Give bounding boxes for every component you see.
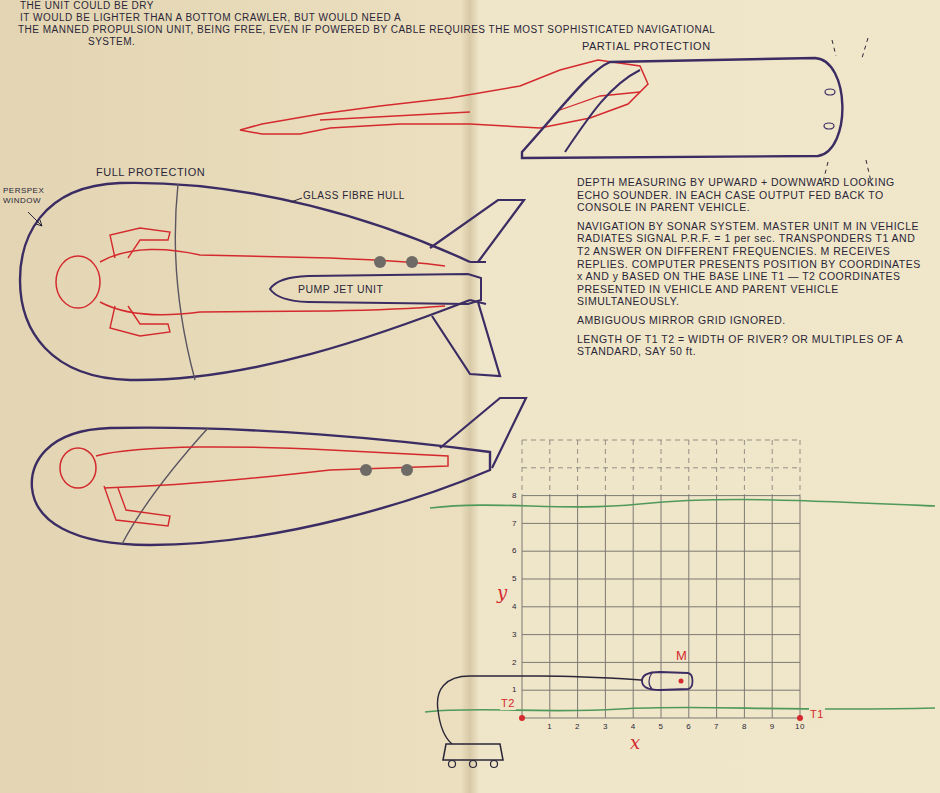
- window-line: [175, 184, 195, 380]
- hull-outline: [20, 183, 470, 380]
- view-label: PARTIAL PROTECTION: [582, 40, 711, 53]
- axis-number: 2: [512, 658, 517, 668]
- vehicle-symbol: [649, 673, 652, 689]
- point-label: T2: [500, 697, 516, 710]
- vehicle-wheel: [449, 761, 456, 768]
- point-label: T1: [809, 708, 825, 721]
- axis-number: 2: [575, 722, 580, 732]
- axis-number: 10: [795, 722, 805, 732]
- jet-unit-outline: PUMP JET UNIT: [268, 272, 483, 306]
- axis-number: 4: [512, 602, 517, 612]
- transponder-dot: [797, 715, 803, 721]
- grid-lines: [522, 496, 800, 718]
- shell-edge: [565, 70, 640, 152]
- transponder-dot: [519, 715, 525, 721]
- axis-number: 7: [714, 722, 719, 732]
- axis-number: 3: [603, 722, 608, 732]
- axis-number: 9: [770, 722, 775, 732]
- note-text: THE UNIT COULD BE DRY: [20, 0, 154, 12]
- diver-head: [56, 256, 100, 308]
- diver-head: [60, 448, 96, 488]
- diver-arm: [110, 228, 170, 336]
- axis-number: 8: [512, 491, 517, 501]
- view-label: FULL PROTECTION: [96, 166, 205, 179]
- note-text: LENGTH OF T1 T2 = WIDTH OF RIVER? OR MUL…: [577, 333, 927, 358]
- axis-number: 1: [512, 685, 517, 695]
- window-line: [122, 428, 208, 544]
- note-text: AMBIGUOUS MIRROR GRID IGNORED.: [577, 314, 927, 327]
- note-text: IT WOULD BE LIGHTER THAN A BOTTOM CRAWLE…: [20, 12, 401, 24]
- tail-fin: [430, 200, 524, 376]
- master-unit-dot: [679, 679, 684, 684]
- point-label: M: [676, 648, 687, 664]
- axis-number: 5: [512, 574, 517, 584]
- vehicle-wheel: [491, 761, 498, 768]
- axis-number: 8: [742, 722, 747, 732]
- hull-port: [360, 464, 372, 476]
- hull-port: [401, 464, 413, 476]
- diver-limb: [320, 92, 640, 120]
- hull-outline: [32, 428, 490, 545]
- diver-arm: [104, 486, 170, 526]
- axis-number: 6: [512, 546, 517, 556]
- axis-number: 3: [512, 630, 517, 640]
- axis-label: x: [630, 732, 641, 754]
- axis-number: 7: [512, 519, 517, 529]
- vehicle-wheel: [470, 761, 477, 768]
- tether-cable: [437, 676, 642, 744]
- axis-label: y: [497, 582, 508, 604]
- diver-figure: [240, 60, 648, 134]
- note-text: DEPTH MEASURING BY UPWARD + DOWNWARD LOO…: [577, 176, 927, 214]
- leader-line: [291, 198, 302, 202]
- callout-label: PERSPEX WINDOW: [3, 186, 47, 205]
- hull-port: [374, 256, 386, 268]
- diver-figure: [96, 447, 448, 488]
- parent-vehicle: [443, 744, 503, 760]
- tail-fin: [440, 398, 526, 468]
- note-text: NAVIGATION BY SONAR SYSTEM. MASTER UNIT …: [577, 220, 927, 308]
- sonar-beam: [822, 38, 872, 186]
- axis-number: 1: [547, 722, 552, 732]
- callout-label: GLASS FIBRE HULL: [303, 190, 405, 202]
- shell-outline: [522, 58, 842, 158]
- river-bank: [430, 500, 935, 508]
- sounder-port: [824, 123, 834, 129]
- vehicle-symbol: [642, 672, 693, 690]
- axis-number: 5: [659, 722, 664, 732]
- sounder-port: [825, 89, 835, 95]
- axis-number: 6: [686, 722, 691, 732]
- diver-figure: [100, 249, 445, 314]
- leader-arrow: [28, 212, 42, 226]
- node-label: PUMP JET UNIT: [268, 272, 383, 306]
- grid-dashed: [522, 440, 800, 496]
- axis-number: 4: [631, 722, 636, 732]
- hull-port: [406, 256, 418, 268]
